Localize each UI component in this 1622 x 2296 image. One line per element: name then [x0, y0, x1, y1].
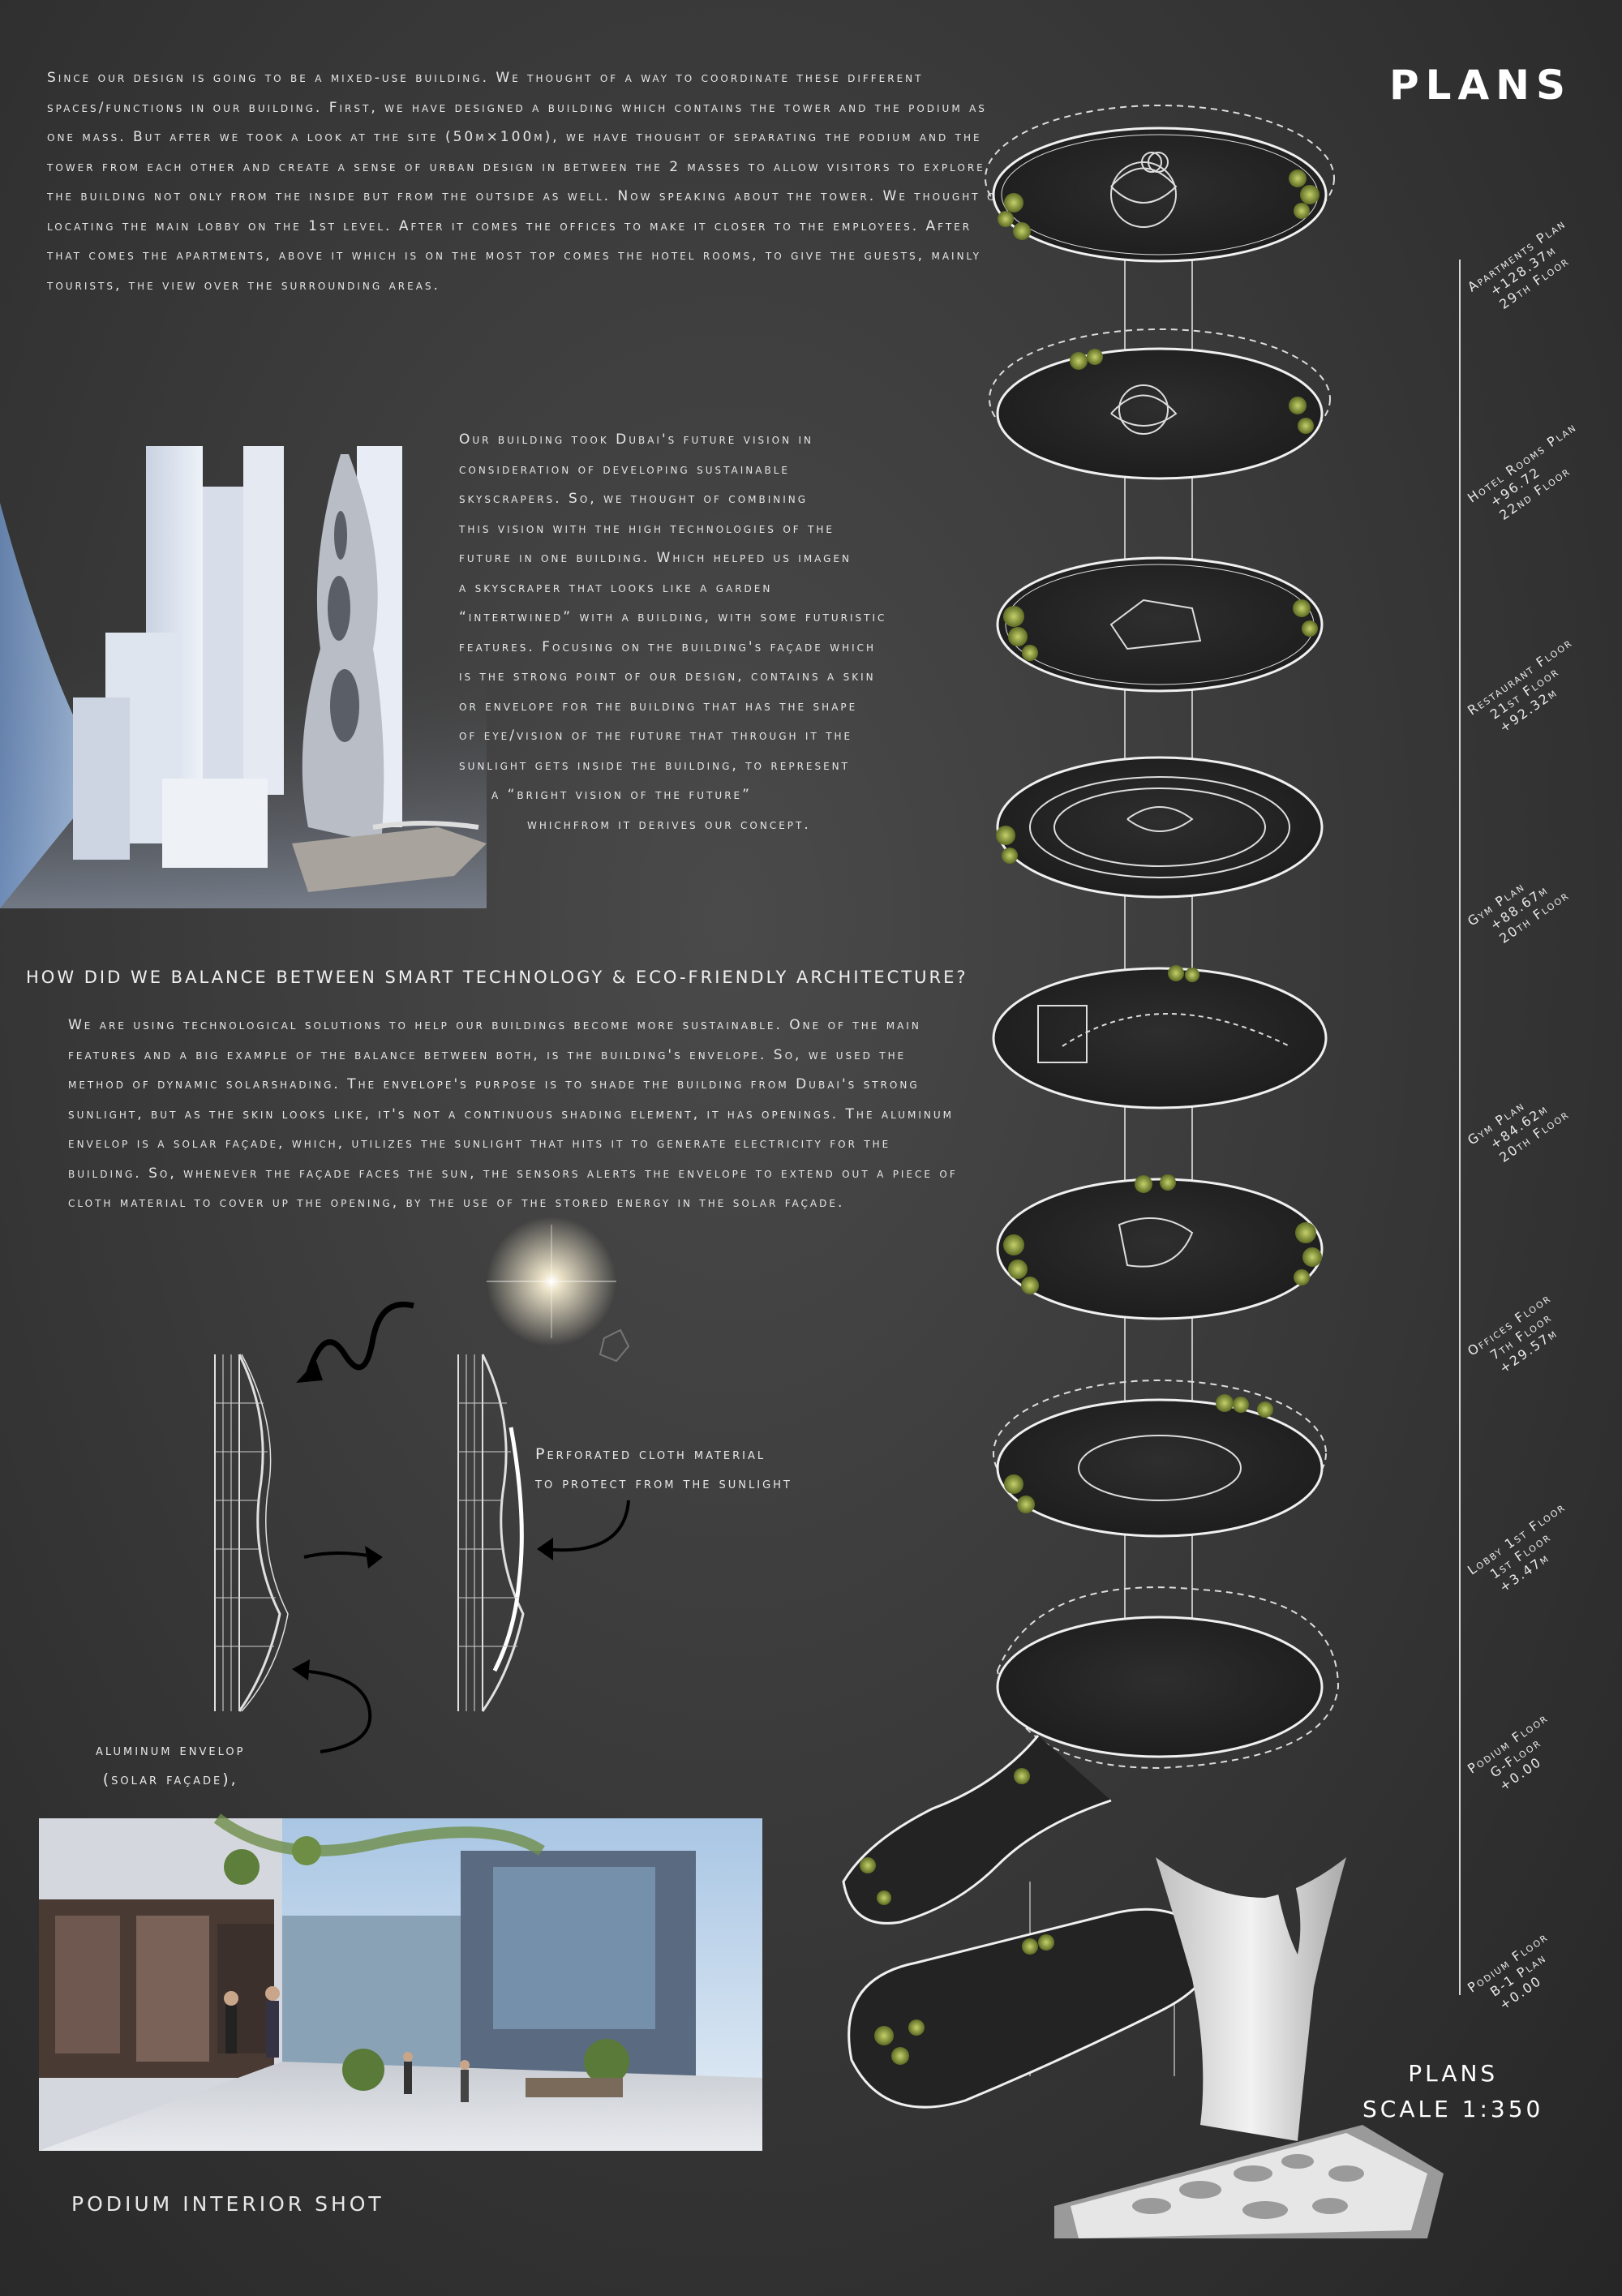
plans-scale-line: PLANS [1408, 2060, 1499, 2087]
concept-render [0, 446, 487, 908]
vision-line: is the strong point of our design, conta… [459, 668, 876, 685]
floor-plans-stack [842, 105, 1461, 2238]
page-title: PLANS [1388, 62, 1572, 109]
intro-paragraph: Since our design is going to be a mixed-… [47, 70, 1006, 294]
section-heading: HOW DID WE BALANCE BETWEEN SMART TECHNOL… [26, 968, 968, 987]
vision-line: skyscrapers. So, we thought of combining [459, 491, 809, 507]
vision-line: consideration of developing sustainable [459, 461, 790, 478]
podium-interior-label: PODIUM INTERIOR SHOT [71, 2192, 384, 2216]
vision-line: or envelope for the building that has th… [459, 697, 858, 715]
vision-line: “intertwined” with a building, with some… [459, 609, 887, 625]
tower-base-render [1054, 1857, 1444, 2238]
podium-b1-plan [847, 1908, 1213, 2109]
vision-line: sunlight gets inside the building, to re… [459, 757, 850, 774]
cloth-label-line: Perforated cloth material [535, 1445, 766, 1463]
vision-paragraph: Our building took Dubai's future vision … [459, 425, 962, 839]
podium-interior-render [39, 1813, 762, 2151]
cloth-label-line: to protect from the sunlight [535, 1474, 792, 1492]
vision-line: of eye/vision of the future that through… [459, 727, 853, 744]
vision-line: this vision with the high technologies o… [459, 520, 835, 537]
plans-scale-label: PLANS SCALE 1:350 [1362, 2056, 1543, 2127]
hotel-rooms-plan [989, 328, 1331, 480]
apartments-plan [985, 105, 1335, 263]
vision-line: whichfrom it derives our concept. [527, 816, 811, 833]
aluminum-label-line: (solar façade), [102, 1770, 238, 1788]
aluminum-label-line: aluminum envelop [96, 1741, 246, 1759]
plans-scale-line: SCALE 1:350 [1362, 2096, 1544, 2122]
gym-plan-upper [996, 756, 1324, 899]
sun-glow [487, 1217, 630, 1363]
gym-plan-lower [992, 965, 1328, 1109]
vision-line: features. Focusing on the building's faç… [459, 638, 877, 655]
lobby-floor-plan [993, 1380, 1327, 1538]
vision-line: a “bright vision of the future” [491, 787, 752, 803]
vision-line: Our building took Dubai's future vision … [459, 431, 814, 448]
restaurant-floor-plan [996, 556, 1324, 693]
aluminum-envelop-label: aluminum envelop (solar façade), [96, 1736, 245, 1794]
balance-paragraph: We are using technological solutions to … [68, 1017, 958, 1211]
vision-line: future in one building. Which helped us … [459, 550, 852, 566]
podium-g-floor-plan [842, 1586, 1340, 1925]
offices-floor-plan [996, 1174, 1324, 1320]
cloth-material-label: Perforated cloth material to protect fro… [535, 1440, 792, 1498]
vision-line: a skyscraper that looks like a garden [459, 579, 773, 596]
envelope-section-diagram [214, 1301, 630, 1753]
